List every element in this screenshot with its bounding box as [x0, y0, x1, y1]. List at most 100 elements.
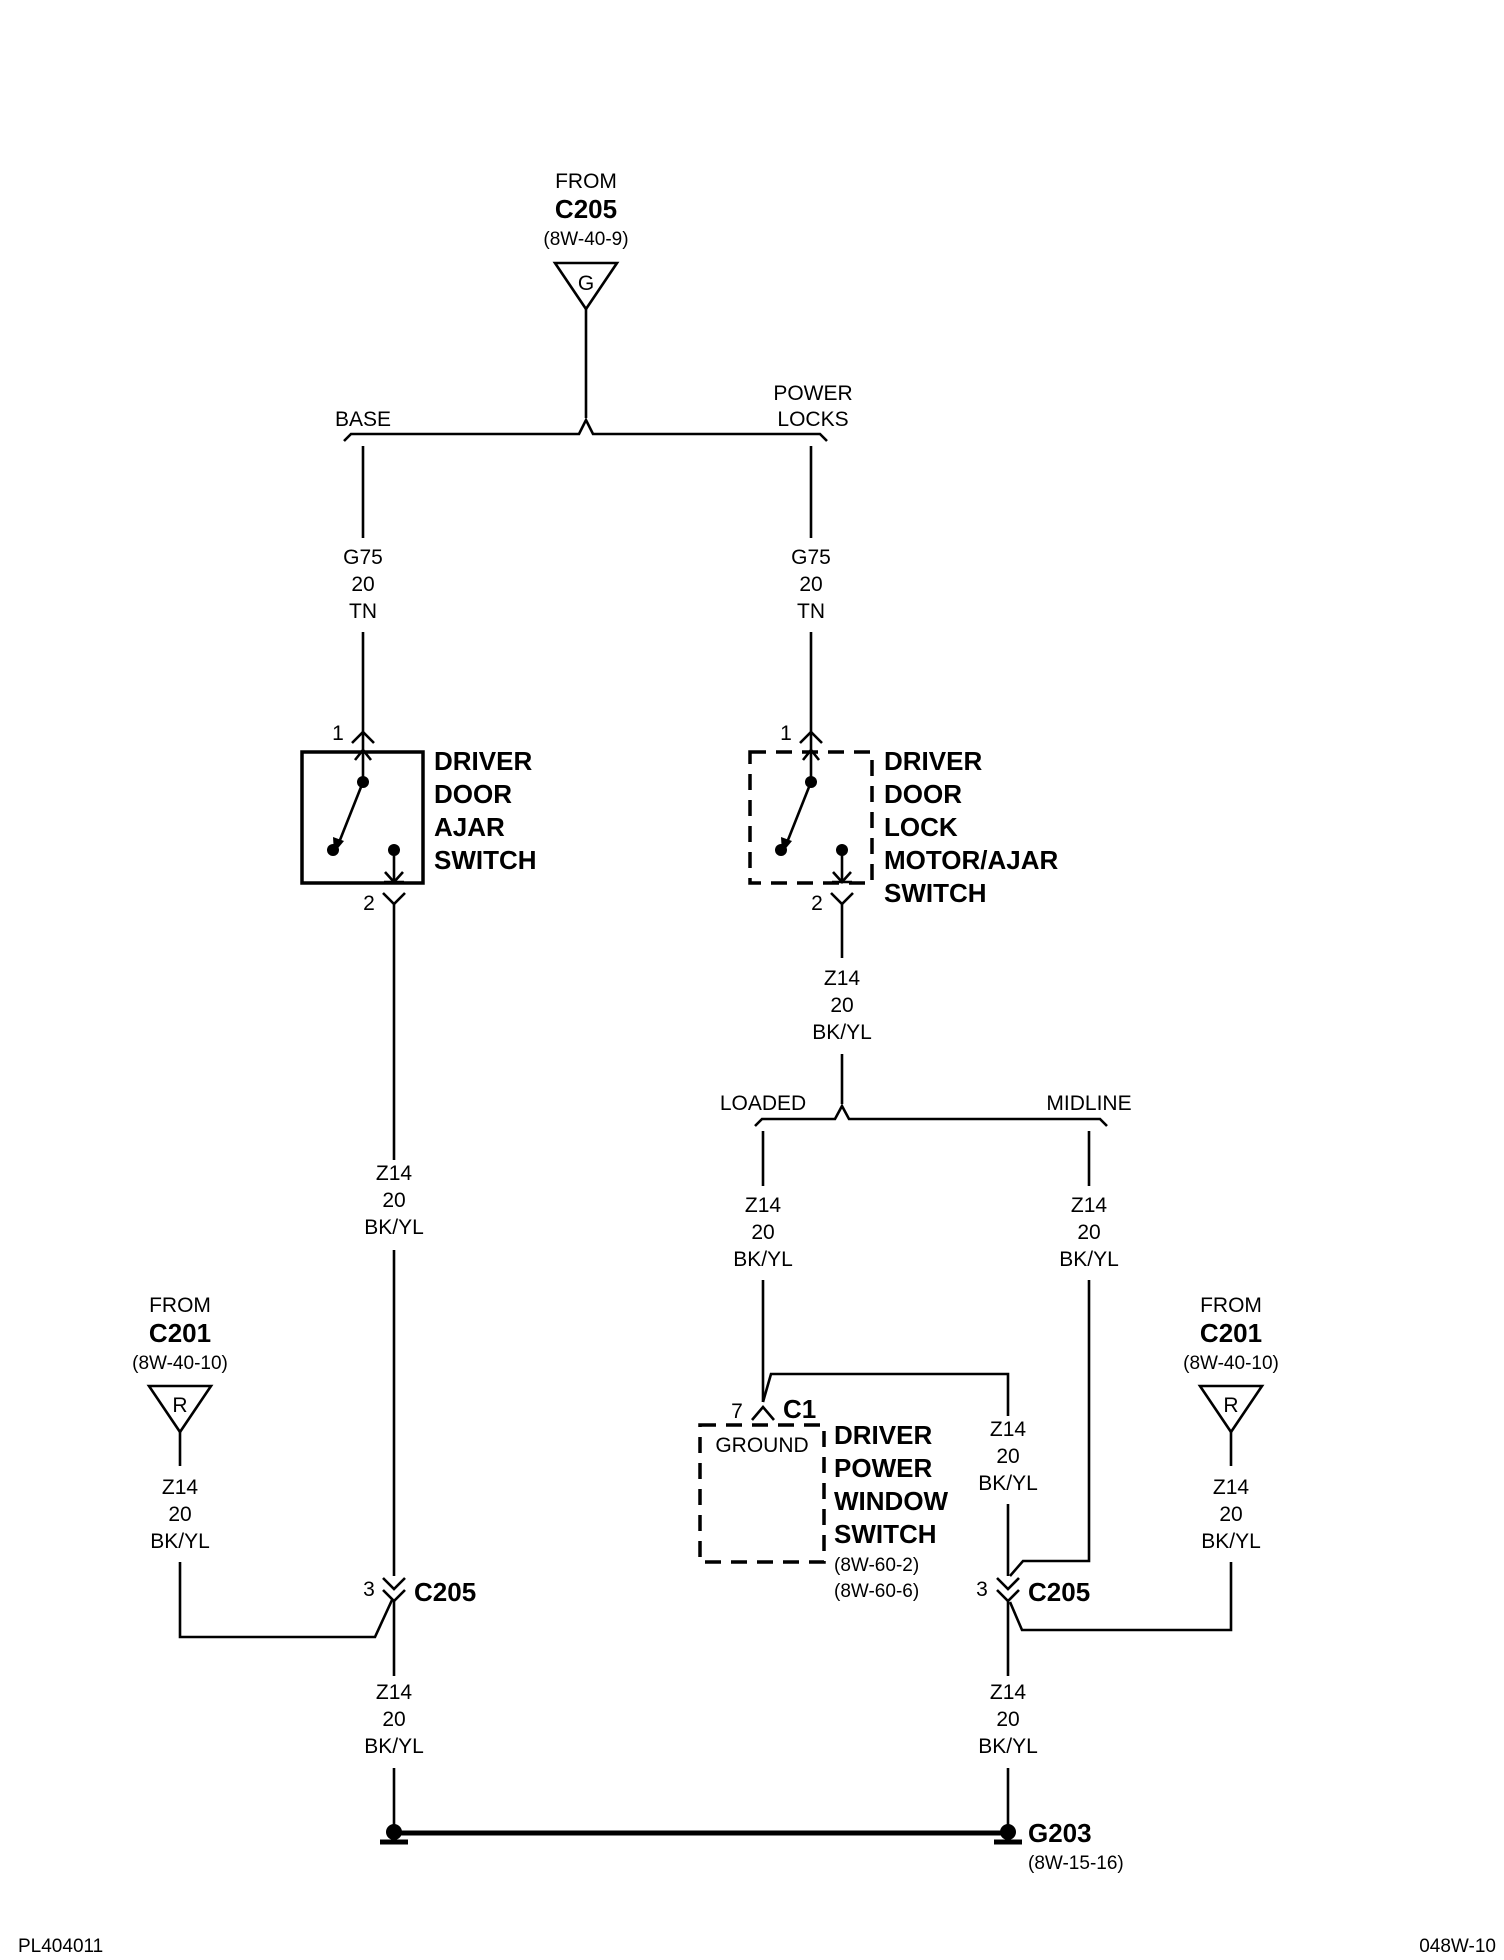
z14-src-left-wire-b — [178, 1562, 394, 1639]
left-switch-contact-left — [327, 844, 339, 856]
branch-midline-label: MIDLINE — [1046, 1092, 1131, 1115]
ground-g203: G203 (8W-15-16) — [380, 1818, 1124, 1874]
z14-c1-out-wire-a — [761, 1372, 1010, 1416]
z14-src-left-color: BK/YL — [150, 1530, 210, 1553]
left-switch-label-1: DRIVER — [434, 746, 532, 776]
window-switch-label-3: WINDOW — [834, 1486, 949, 1516]
window-switch-connector-label: C1 — [783, 1394, 816, 1424]
left-switch-inner-arrow — [353, 747, 373, 761]
left-source-from: FROM — [149, 1294, 211, 1317]
left-source-connector: C201 — [149, 1318, 211, 1348]
z14-bottom-left-circuit: Z14 — [376, 1681, 413, 1704]
window-switch-label-1: DRIVER — [834, 1420, 932, 1450]
driver-door-lock-motor-ajar-switch: 1 2 DRIVER DOOR LOCK MOTOR/AJAR SWITCH — [748, 722, 1059, 915]
right-switch-label-2: DOOR — [884, 779, 962, 809]
window-switch-label-4: SWITCH — [834, 1519, 937, 1549]
window-switch-pin: 7 — [731, 1400, 743, 1423]
mid-branch-bracket — [754, 1103, 1108, 1127]
z14-src-right-gauge: 20 — [1219, 1503, 1242, 1526]
left-source-c201: FROM C201 (8W-40-10) R — [132, 1294, 228, 1435]
left-splice-pin: 3 — [363, 1578, 375, 1601]
z14-loaded-color: BK/YL — [733, 1248, 793, 1271]
right-switch-label-1: DRIVER — [884, 746, 982, 776]
window-switch-ground-label: GROUND — [715, 1434, 808, 1457]
driver-door-ajar-switch: 1 2 DRIVER DOOR AJAR SWITCH — [300, 722, 537, 915]
branch-power-label: POWER — [773, 382, 852, 405]
right-source-from: FROM — [1200, 1294, 1262, 1317]
right-splice-chevron-2 — [996, 1589, 1020, 1603]
right-switch-inner-arrow — [801, 747, 821, 761]
window-switch-box — [698, 1423, 826, 1564]
left-switch-connector-out — [382, 892, 406, 906]
top-source-c205: FROM C205 (8W-40-9) G — [543, 170, 629, 312]
right-switch-pin-in: 1 — [780, 722, 792, 745]
top-source-ref: (8W-40-9) — [543, 229, 628, 250]
z14-c1-out-gauge: 20 — [996, 1445, 1019, 1468]
branch-loaded-label: LOADED — [720, 1092, 806, 1115]
z14-bottom-left-gauge: 20 — [382, 1708, 405, 1731]
left-source-ref: (8W-40-10) — [132, 1353, 228, 1374]
top-branch-bracket — [343, 417, 828, 442]
right-source-triangle — [1197, 1384, 1265, 1435]
window-switch-ref-1: (8W-60-2) — [834, 1555, 919, 1576]
branch-locks-label: LOCKS — [777, 408, 848, 431]
window-switch-label-2: POWER — [834, 1453, 932, 1483]
left-switch-label-3: AJAR — [434, 812, 505, 842]
z14-c1-out-circuit: Z14 — [990, 1418, 1027, 1441]
right-switch-pin-out: 2 — [811, 892, 823, 915]
right-switch-label-5: SWITCH — [884, 878, 987, 908]
left-splice-chevron-2 — [382, 1589, 406, 1603]
window-switch-connector — [751, 1404, 775, 1421]
right-source-c201: FROM C201 (8W-40-10) R — [1183, 1294, 1279, 1435]
z14-loaded-circuit: Z14 — [745, 1194, 782, 1217]
z14-src-right-circuit: Z14 — [1213, 1476, 1250, 1499]
top-source-from: FROM — [555, 170, 617, 193]
left-switch-pin-in: 1 — [332, 722, 344, 745]
g75-left-color: TN — [349, 600, 377, 623]
left-source-triangle — [146, 1384, 214, 1435]
left-switch-label-2: DOOR — [434, 779, 512, 809]
window-switch-ref-2: (8W-60-6) — [834, 1581, 919, 1602]
right-source-pin: R — [1223, 1394, 1238, 1417]
left-splice-connector: C205 — [414, 1577, 476, 1607]
z14-src-right-wire-b — [1008, 1562, 1233, 1632]
z14-bottom-right-gauge: 20 — [996, 1708, 1019, 1731]
ground-ref: (8W-15-16) — [1028, 1853, 1124, 1874]
z14-left-long-circuit: Z14 — [376, 1162, 413, 1185]
branch-base-label: BASE — [335, 408, 391, 431]
driver-power-window-switch: 7 C1 GROUND DRIVER POWER WINDOW SWITCH (… — [698, 1394, 949, 1602]
g75-left-circuit: G75 — [343, 546, 383, 569]
z14-midline-circuit: Z14 — [1071, 1194, 1108, 1217]
right-switch-label-4: MOTOR/AJAR — [884, 845, 1059, 875]
z14-midline-color: BK/YL — [1059, 1248, 1119, 1271]
right-splice-c205: 3 C205 — [976, 1577, 1090, 1607]
z14-c1-out-color: BK/YL — [978, 1472, 1038, 1495]
g75-right-gauge: 20 — [799, 573, 822, 596]
z14-src-left-circuit: Z14 — [162, 1476, 199, 1499]
z14-src-left-gauge: 20 — [168, 1503, 191, 1526]
right-source-connector: C201 — [1200, 1318, 1262, 1348]
right-switch-connector-out — [830, 892, 854, 906]
right-switch-label-3: LOCK — [884, 812, 958, 842]
g75-right-circuit: G75 — [791, 546, 831, 569]
left-switch-label-4: SWITCH — [434, 845, 537, 875]
right-splice-connector: C205 — [1028, 1577, 1090, 1607]
top-source-pin: G — [578, 272, 594, 295]
right-switch-blade — [784, 781, 813, 846]
left-switch-pin-out: 2 — [363, 892, 375, 915]
z14-loaded-gauge: 20 — [751, 1221, 774, 1244]
z14-src-right-color: BK/YL — [1201, 1530, 1261, 1553]
right-switch-contact-left — [775, 844, 787, 856]
z14-midline-wire-b — [1009, 1280, 1091, 1577]
g75-left-gauge: 20 — [351, 573, 374, 596]
z14-bottom-right-circuit: Z14 — [990, 1681, 1027, 1704]
right-source-ref: (8W-40-10) — [1183, 1353, 1279, 1374]
left-source-pin: R — [172, 1394, 187, 1417]
right-splice-pin: 3 — [976, 1578, 988, 1601]
footer-right-code: 048W-10 — [1419, 1936, 1496, 1957]
z14-right-upper-gauge: 20 — [830, 994, 853, 1017]
ground-name: G203 — [1028, 1818, 1092, 1848]
z14-left-long-gauge: 20 — [382, 1189, 405, 1212]
left-splice-c205: 3 C205 — [363, 1577, 476, 1607]
